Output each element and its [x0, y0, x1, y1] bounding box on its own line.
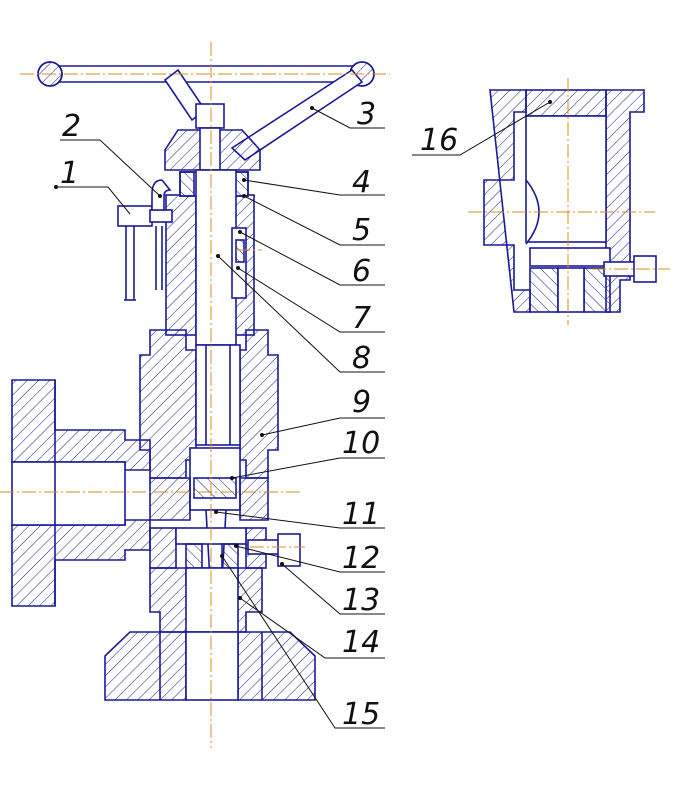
label-12: 12 [342, 541, 380, 576]
label-10: 10 [342, 426, 380, 461]
detail-view-16 [483, 89, 657, 313]
label-14: 14 [342, 625, 380, 660]
label-1: 1 [60, 156, 79, 191]
handwheel [37, 61, 375, 171]
label-5: 5 [352, 213, 371, 248]
label-11: 11 [342, 497, 380, 532]
inlet-flange [11, 379, 151, 607]
label-15: 15 [342, 697, 380, 732]
label-8: 8 [352, 341, 371, 376]
label-6: 6 [352, 254, 371, 289]
label-13: 13 [342, 583, 380, 618]
part-number-labels: 1 2 3 4 5 6 7 8 9 10 11 12 13 14 15 16 [60, 97, 458, 732]
label-16: 16 [420, 123, 458, 158]
leader-lines [54, 100, 552, 729]
label-7: 7 [352, 301, 371, 336]
eye-bolt [117, 179, 173, 301]
seat-area [149, 527, 301, 633]
outlet-flange [104, 631, 316, 701]
center-lines [0, 42, 670, 748]
label-9: 9 [352, 385, 371, 420]
label-4: 4 [352, 165, 371, 200]
valve-body [139, 329, 279, 581]
label-3: 3 [357, 97, 376, 132]
main-valve-section [11, 61, 375, 701]
label-2: 2 [62, 109, 81, 144]
bonnet [165, 169, 255, 346]
